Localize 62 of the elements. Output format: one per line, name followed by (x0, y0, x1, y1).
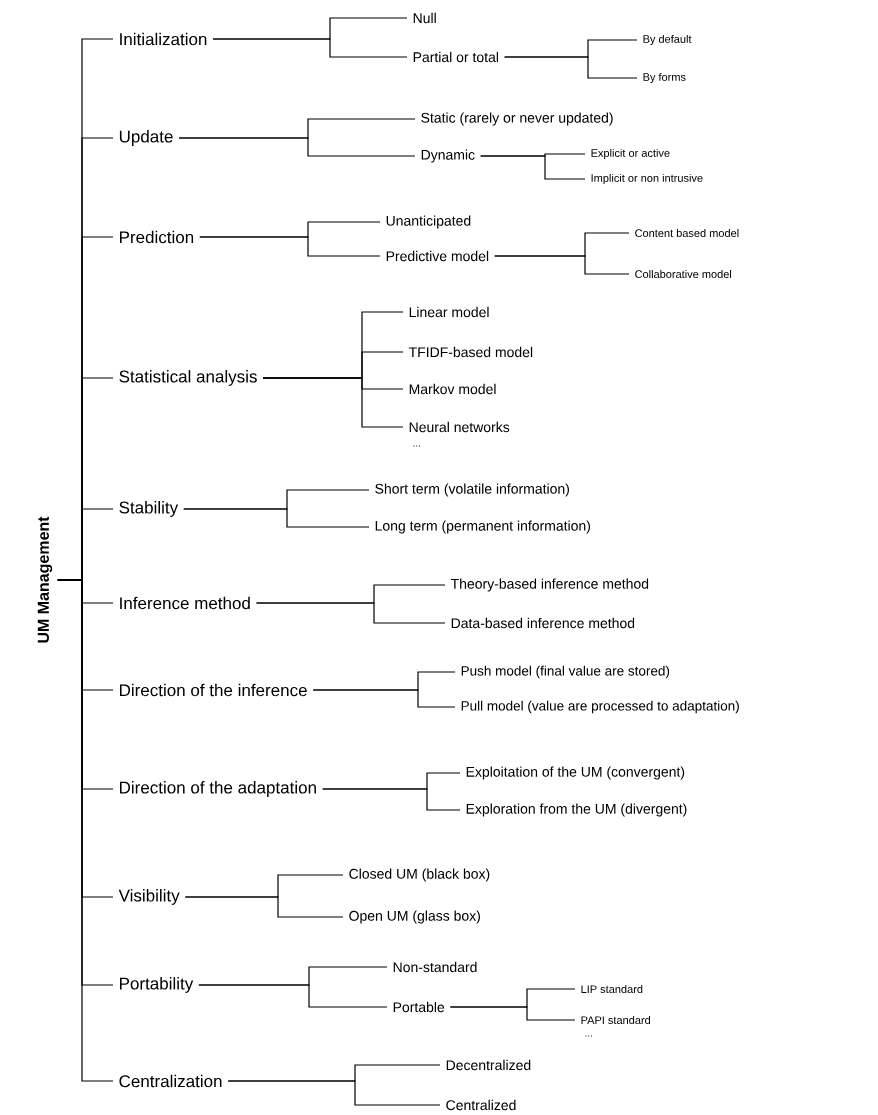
ellipsis: ... (413, 445, 421, 447)
option-label: Portable (393, 1001, 445, 1013)
option-label: Open UM (glass box) (349, 910, 480, 924)
category-label: Centralization (119, 1074, 222, 1088)
category-label: Prediction (120, 230, 194, 244)
option-label: Partial or total (413, 51, 499, 63)
option-label: Data-based inference method (451, 617, 635, 629)
connector-line (212, 38, 408, 58)
connector-line (262, 377, 404, 428)
category-label: Stability (119, 501, 179, 517)
option-label: Linear model (409, 306, 489, 318)
connector-line (183, 508, 370, 528)
category-label: Direction of the inference (120, 683, 307, 697)
connector-line (178, 137, 416, 157)
category-label: Statistical analysis (119, 370, 257, 386)
connector-line (184, 896, 344, 918)
connector-line (227, 1080, 441, 1106)
option-label: Implicit or non intrusive (591, 173, 703, 185)
connector-line (312, 689, 456, 708)
root-label: UM Management (37, 516, 53, 643)
option-label: Short term (volatile information) (375, 483, 569, 497)
category-label: Portability (120, 977, 194, 993)
category-label: Update (119, 130, 173, 146)
ellipsis: ... (585, 1035, 593, 1037)
option-label: Non-standard (393, 961, 477, 973)
option-label: Dynamic (421, 149, 475, 163)
connector-line (198, 984, 388, 1008)
option-label: Decentralized (446, 1059, 531, 1071)
category-label: Direction of the adaptation (120, 781, 316, 797)
option-label: Null (413, 12, 436, 24)
option-label: Content based model (635, 228, 739, 238)
option-label: Explicit or active (591, 148, 670, 160)
option-label: Unanticipated (386, 215, 471, 229)
option-label: Closed UM (black box) (349, 868, 490, 882)
option-label: LIP standard (581, 985, 643, 994)
option-label: Pull model (value are processed to adaptation) (461, 700, 739, 714)
option-label: Collaborative model (635, 269, 732, 279)
connector-line (449, 1006, 576, 1021)
category-label: Initialization (120, 32, 207, 46)
option-label: Push model (final value are stored) (461, 665, 670, 679)
option-label: TFIDF-based model (408, 346, 533, 358)
option-label: PAPI standard (581, 1016, 650, 1025)
connector-line (255, 602, 446, 624)
option-label: Exploitation of the UM (convergent) (466, 766, 685, 780)
connector-line (480, 155, 586, 180)
category-label: Inference method (120, 596, 250, 610)
connector-line (503, 56, 638, 79)
connector-line (322, 788, 461, 811)
option-label: Static (rarely or never updated) (421, 112, 613, 126)
option-label: Long term (permanent information) (375, 520, 590, 534)
option-label: Centralized (446, 1099, 516, 1111)
option-label: Exploration from the UM (divergent) (466, 803, 687, 817)
option-label: By forms (643, 72, 686, 84)
connector-line (199, 236, 381, 257)
category-label: Visibility (118, 889, 180, 905)
option-label: Neural networks (409, 421, 510, 433)
option-label: By default (643, 34, 692, 46)
option-label: Theory-based inference method (450, 578, 649, 592)
connector-line (494, 255, 630, 275)
option-label: Predictive model (386, 250, 489, 262)
connector-line (57, 579, 114, 1082)
option-label: Markov model (409, 383, 496, 395)
